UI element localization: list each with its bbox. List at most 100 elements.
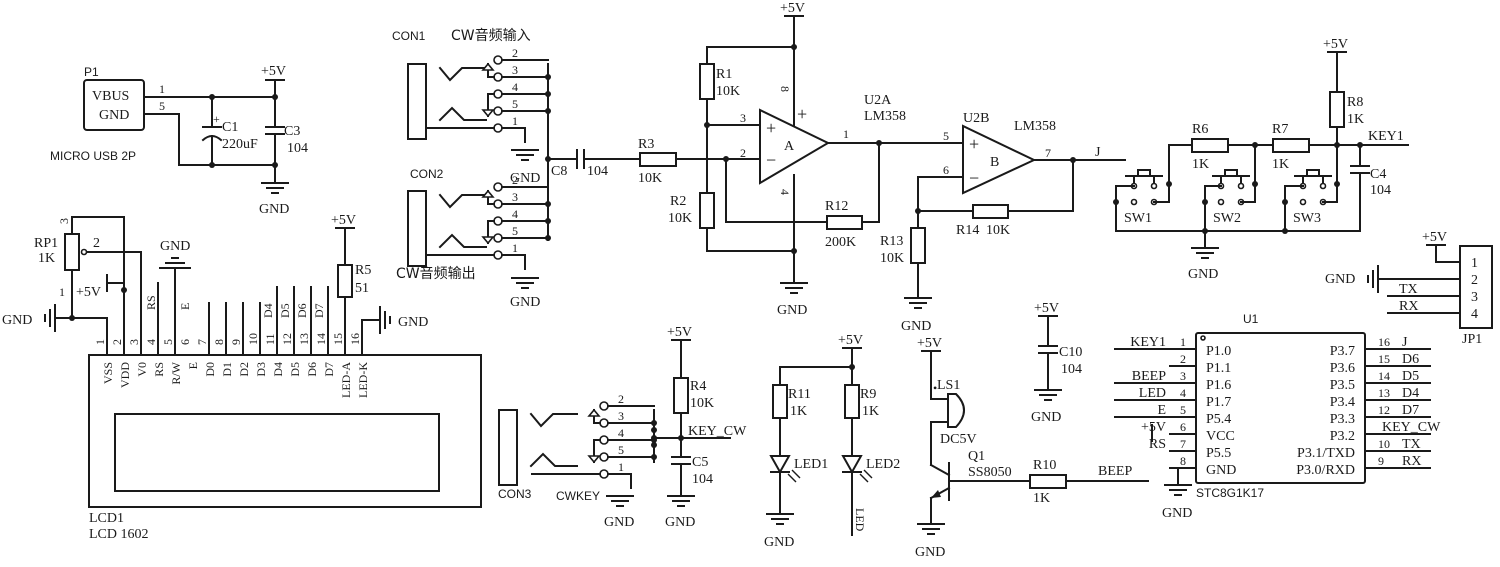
r7-ref: R7 (1272, 122, 1288, 137)
u1-left-pin-name: P1.7 (1206, 395, 1231, 410)
con3-pin-label: 5 (618, 443, 624, 457)
sw1-ref: SW1 (1124, 211, 1152, 226)
u1-left-pin-net: LED (1139, 386, 1166, 401)
ls1-buzzer (947, 393, 965, 428)
c1-value: 220uF (222, 137, 258, 152)
keypad-block: +5V R8 1K R6 1K R7 1K KEY1 C4 104 (1113, 37, 1409, 282)
u1-left-pin-number: 6 (1180, 420, 1186, 434)
jp1-pin-number: 4 (1471, 307, 1478, 322)
u1-right-pin-name: P3.7 (1330, 344, 1355, 359)
u2a-pin-out: 1 (843, 127, 849, 141)
u2a-vcc-sign: + (797, 104, 807, 124)
u1-chip (1195, 332, 1366, 484)
u2b-pin-minus: 6 (943, 163, 949, 177)
u1-gnd-label: GND (1162, 506, 1192, 521)
r3-resistor (639, 152, 677, 167)
con3-pin-label: 3 (618, 409, 624, 423)
u1-left-pin-number: 3 (1180, 369, 1186, 383)
r12-value: 200K (825, 235, 856, 250)
r8-ref: R8 (1347, 95, 1363, 110)
u1-left-pin-number: 5 (1180, 403, 1186, 417)
lcd-pin-number: 14 (314, 333, 328, 345)
u1-left-pin-net: E (1157, 403, 1166, 418)
rp1-ref: RP1 (34, 236, 58, 251)
con2-gnd-label: GND (510, 295, 540, 310)
c3-gnd-label: GND (259, 202, 289, 217)
lcd-screen (114, 413, 440, 492)
r4-resistor (673, 377, 689, 414)
lcd-left-gnd-label: GND (2, 313, 32, 328)
u1-right-pin-number: 13 (1378, 386, 1390, 400)
u1-right-pin-net: KEY_CW (1382, 420, 1441, 435)
lcd-pin-name: RS (152, 362, 166, 377)
lcd-pin-number: 3 (127, 339, 141, 345)
jp1-pin-number: 1 (1471, 256, 1478, 271)
u1-right-pin-number: 16 (1378, 335, 1390, 349)
c4-value: 104 (1370, 183, 1391, 198)
r13-resistor (910, 227, 926, 264)
u2a-pin-minus: 2 (740, 146, 746, 160)
con3-pin-label: 1 (618, 460, 624, 474)
lcd-pin-name: LED-K (356, 362, 370, 398)
c4-ref: C4 (1370, 167, 1386, 182)
rp1-pin1: 1 (59, 285, 65, 299)
u1-ref: U1 (1243, 312, 1259, 326)
p1-ref: P1 (84, 65, 99, 79)
u1-right-pin-net: RX (1402, 454, 1421, 469)
u1-right-pin-name: P3.6 (1330, 361, 1355, 376)
r10-value: 1K (1033, 491, 1050, 506)
con1-pin-label: 2 (512, 46, 518, 60)
u2a-value: LM358 (864, 109, 906, 124)
jp1-gnd-label: GND (1325, 272, 1355, 287)
led1-gnd-label: GND (764, 535, 794, 550)
p1-pin1: 1 (159, 82, 165, 96)
r8-resistor (1329, 91, 1345, 128)
u2a-pin-plus: 3 (740, 111, 746, 125)
c8-ref: C8 (551, 164, 567, 179)
net-led-label: LED (853, 508, 867, 532)
c10-ref: C10 (1059, 345, 1082, 360)
lcd-pin-name: V0 (135, 362, 149, 377)
buzzer-block: +5V • LS1 DC5V Q1 SS8050 R10 1K BEEP GND… (915, 301, 1149, 560)
lcd-pin-number: 7 (195, 339, 209, 345)
c10-vcc-label: +5V (1034, 301, 1059, 316)
con3-pin-label: 4 (618, 426, 624, 440)
r3-ref: R3 (638, 137, 654, 152)
r13-ref: R13 (880, 234, 903, 249)
led2-diode (841, 455, 863, 475)
lcd-pin-name: VSS (101, 362, 115, 384)
u1-left-pin-net: RS (1149, 437, 1166, 452)
r4-value: 10K (690, 396, 714, 411)
c5-value: 104 (692, 472, 713, 487)
r6-value: 1K (1192, 157, 1209, 172)
r12-ref: R12 (825, 199, 848, 214)
con1-pin-label: 3 (512, 63, 518, 77)
rp1-pin2: 2 (93, 236, 100, 251)
r3-value: 10K (638, 171, 662, 186)
u1-right-pin-net: TX (1402, 437, 1421, 452)
u2a-pin-gnd: 4 (778, 189, 792, 195)
lcd-value: LCD 1602 (89, 527, 149, 542)
u1-right-pin-net: D5 (1402, 369, 1419, 384)
u2a-plus-sign: + (766, 118, 776, 138)
u1-left-pin-name: P1.0 (1206, 344, 1231, 359)
con3-net: CWKEY (556, 489, 600, 503)
lcd-net-rs: RS (144, 295, 158, 310)
r4-ref: R4 (690, 379, 706, 394)
u1-left-pin-net: +5V (1141, 420, 1166, 435)
r5-ref: R5 (355, 263, 371, 278)
u1-left-pin-net: BEEP (1132, 369, 1166, 384)
r14-resistor (972, 204, 1009, 219)
con3-gnd-label: GND (604, 515, 634, 530)
p1-value: MICRO USB 2P (50, 149, 136, 163)
r5-vcc-label: +5V (331, 213, 356, 228)
c5-gnd-label: GND (665, 515, 695, 530)
lcd-pin-name: D6 (305, 362, 319, 377)
lcd-net-e: E (178, 303, 192, 310)
mcu-block: U1 1P1.0KEY12P1.13P1.6BEEP4P1.7LED5P5.4E… (1114, 312, 1441, 521)
lcd-pin-number: 6 (178, 339, 192, 345)
c10-gnd-label: GND (1031, 410, 1061, 425)
lcd-pin-name: LED-A (339, 362, 353, 398)
opamp-stage: +5V R1 10K R2 10K GND 3 2 + − A + 8 4 1 … (668, 1, 1126, 334)
